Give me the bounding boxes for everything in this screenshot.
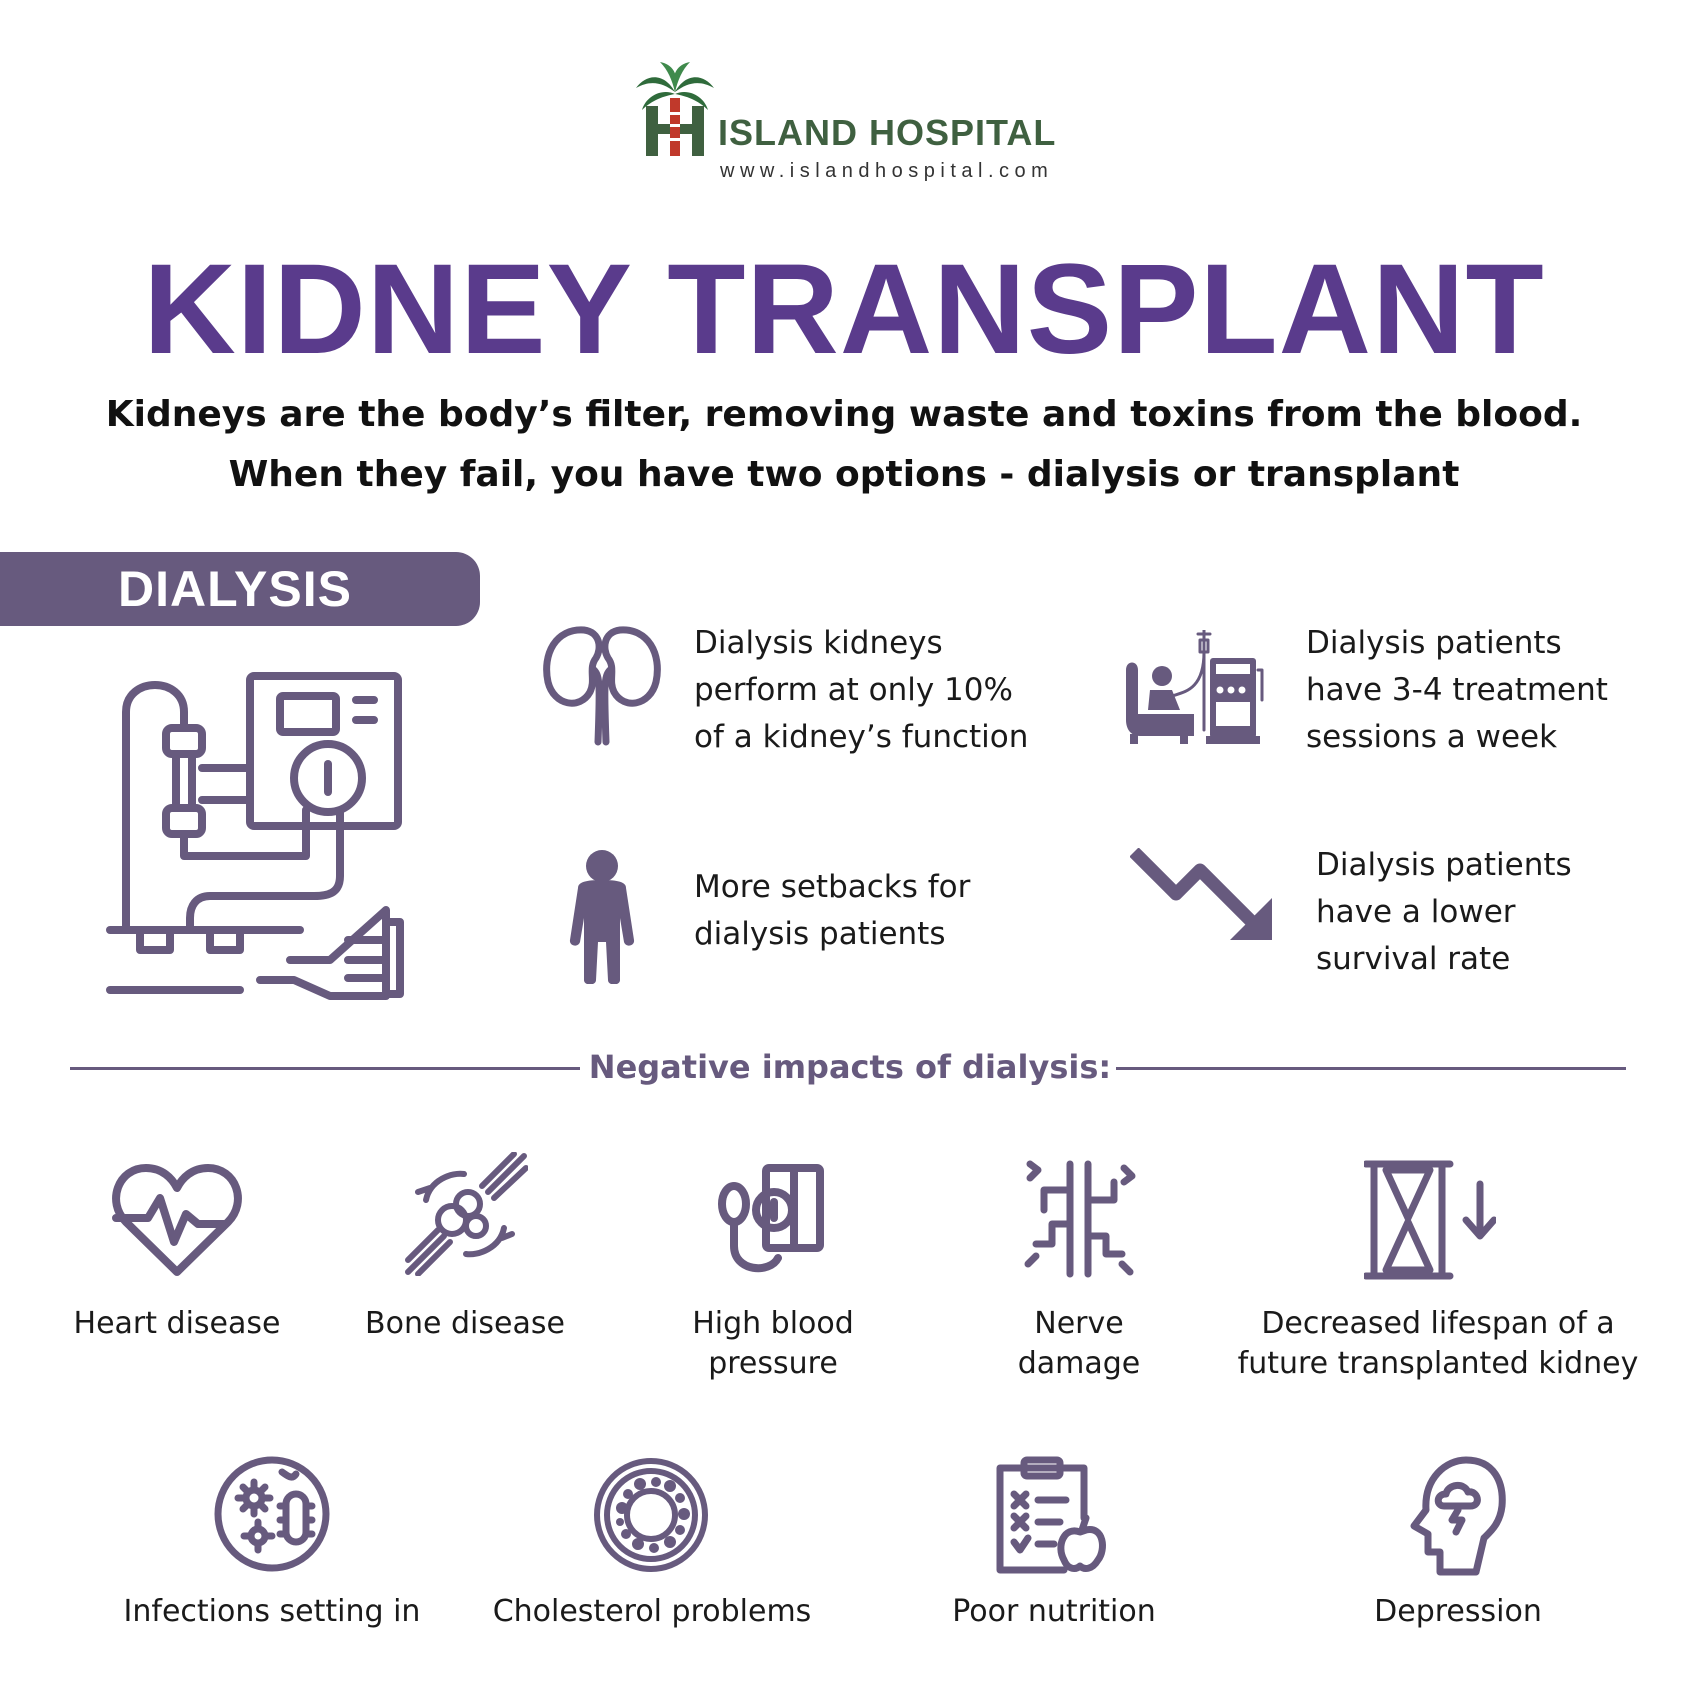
bacteria-icon — [212, 1454, 332, 1574]
nerve-icon — [1022, 1160, 1136, 1278]
clipboard-apple-icon — [994, 1454, 1110, 1576]
fact-kidney-function: Dialysis kidneys perform at only 10% of … — [694, 625, 1029, 755]
negative-impacts-heading: Negative impacts of dialysis: — [588, 1048, 1112, 1086]
brand-name: ISLAND HOSPITAL — [718, 112, 1057, 153]
fact-setbacks: More setbacks for dialysis patients — [694, 869, 971, 952]
logo-palm-icon — [634, 62, 716, 158]
intro-line-2: When they fail, you have two options - d… — [228, 454, 1460, 495]
divider-right — [1116, 1067, 1626, 1070]
dialysis-machine-icon — [100, 660, 410, 1010]
blood-pressure-icon — [716, 1162, 828, 1278]
artery-cholesterol-icon — [592, 1456, 710, 1574]
tired-person-icon — [566, 848, 638, 984]
patient-dialysis-machine-icon — [1124, 630, 1264, 746]
impact-decreased-lifespan: Decreased lifespan of a future transplan… — [1237, 1306, 1639, 1381]
head-storm-icon — [1406, 1454, 1506, 1578]
impact-depression: Depression — [1374, 1594, 1542, 1629]
heart-pulse-icon — [112, 1162, 242, 1280]
fact-survival-rate: Dialysis patients have a lower survival … — [1316, 847, 1572, 977]
impact-infections: Infections setting in — [123, 1594, 421, 1629]
impact-poor-nutrition: Poor nutrition — [952, 1594, 1156, 1629]
down-trend-arrow-icon — [1130, 848, 1276, 948]
impact-nerve-damage: Nerve damage — [1017, 1306, 1141, 1381]
hourglass-down-icon — [1364, 1160, 1496, 1280]
impact-cholesterol: Cholesterol problems — [492, 1594, 812, 1629]
dialysis-label: DIALYSIS — [118, 561, 353, 617]
impact-high-blood-pressure: High blood pressure — [692, 1306, 854, 1381]
page-title: KIDNEY TRANSPLANT — [143, 238, 1545, 381]
divider-left — [70, 1067, 580, 1070]
kidneys-icon — [540, 624, 664, 748]
impact-bone-disease: Bone disease — [365, 1306, 565, 1341]
impact-heart-disease: Heart disease — [73, 1306, 281, 1341]
brand-url: www.islandhospital.com — [720, 160, 1054, 182]
intro-line-1: Kidneys are the body’s filter, removing … — [105, 394, 1583, 435]
dialysis-banner — [0, 552, 480, 626]
fact-treatment-sessions: Dialysis patients have 3-4 treatment ses… — [1306, 625, 1608, 755]
bone-joint-icon — [404, 1152, 528, 1276]
